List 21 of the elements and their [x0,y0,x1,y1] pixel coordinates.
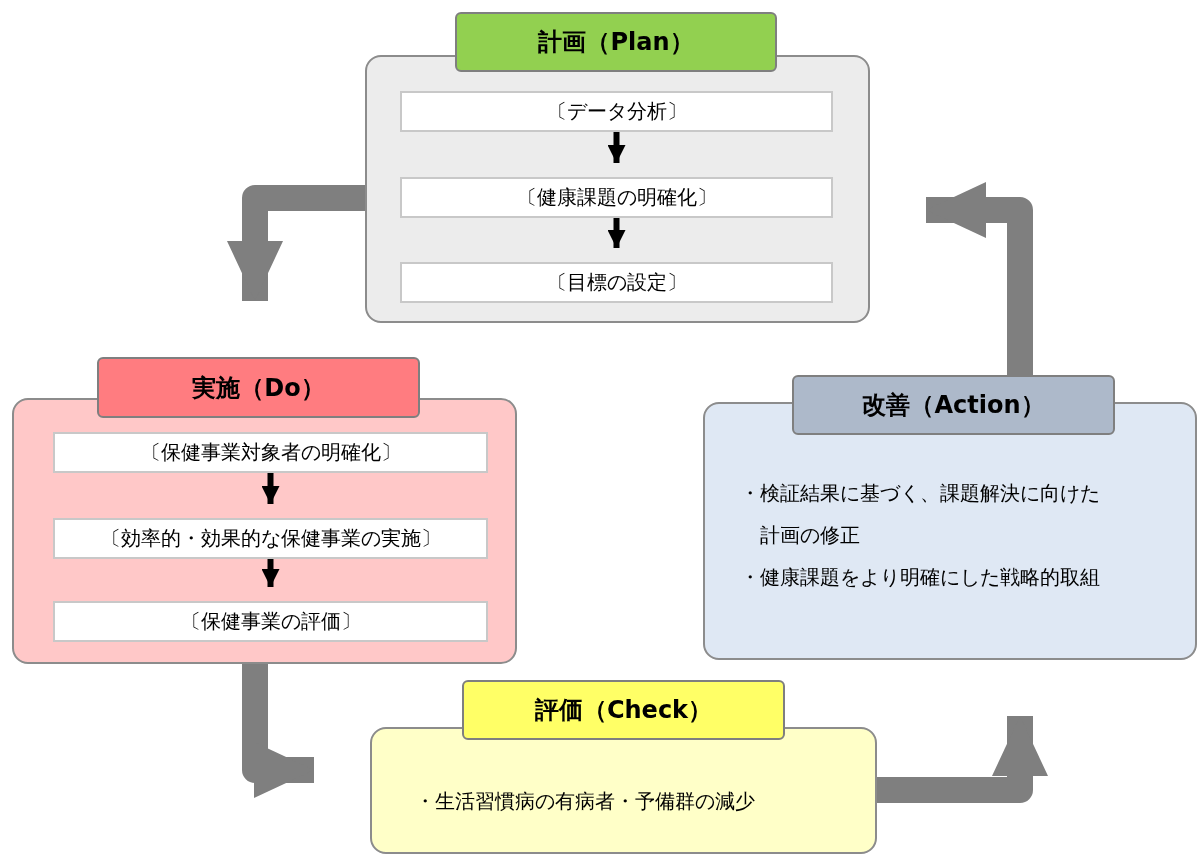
step-box: 〔保健事業対象者の明確化〕 [53,432,488,473]
step-box: 〔効率的・効果的な保健事業の実施〕 [53,518,488,559]
step-box: 〔保健事業の評価〕 [53,601,488,642]
cycle-arrow [227,185,365,301]
arrow [607,218,626,248]
bullet-text: ・健康課題をより明確にした戦略的取組 [740,564,1101,591]
heading-tab: 計画（Plan） [455,12,777,72]
step-box: 〔データ分析〕 [400,91,833,132]
arrow [261,473,280,504]
arrow [261,559,280,587]
heading-tab: 改善（Action） [792,375,1115,435]
heading-tab: 実施（Do） [97,357,420,418]
cycle-arrow [877,716,1048,803]
cycle-arrow [926,182,1033,375]
bullet-text: ・検証結果に基づく、課題解決に向けた計画の修正 [740,480,1101,549]
heading-tab: 評価（Check） [462,680,785,740]
arrow [607,132,626,163]
cycle-arrow [242,664,314,798]
step-box: 〔健康課題の明確化〕 [400,177,833,218]
bullet-text: ・生活習慣病の有病者・予備群の減少 [415,788,756,815]
step-box: 〔目標の設定〕 [400,262,833,303]
